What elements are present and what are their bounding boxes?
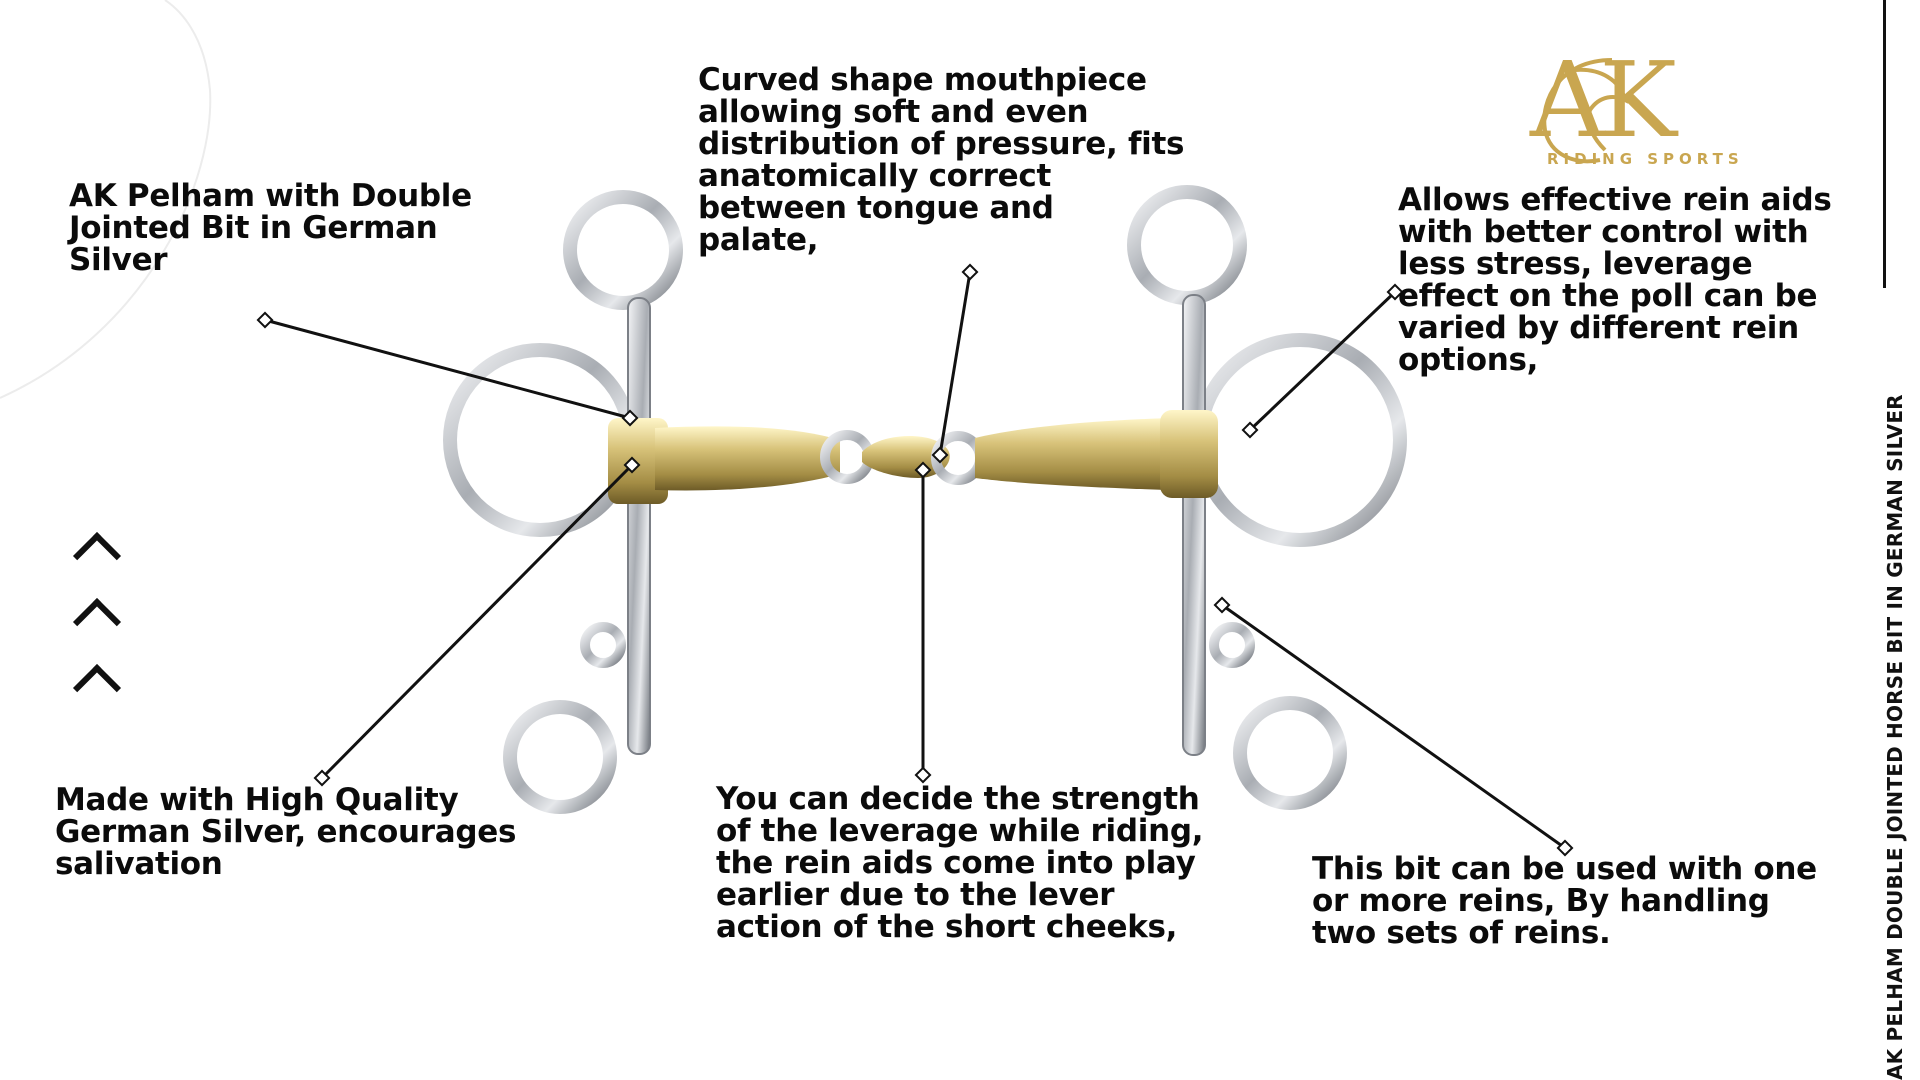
vertical-product-title: AK PELHAM DOUBLE JOINTED HORSE BIT IN GE… (1883, 394, 1907, 1080)
edge-divider (1883, 0, 1886, 288)
brand-tagline: RIDING SPORTS (1547, 150, 1744, 168)
leader-lines (264, 271, 1566, 850)
callout-reins: This bit can be used with one or more re… (1312, 851, 1817, 951)
mouthpiece (608, 410, 1218, 504)
left-cheek (443, 190, 683, 814)
horse-head-icon (1542, 58, 1628, 164)
background-swirl (0, 0, 212, 399)
callout-product-name: AK Pelham with Double Jointed Bit in Ger… (69, 178, 472, 278)
callout-material: Made with High Quality German Silver, en… (55, 782, 517, 882)
brand-logo: AK (1530, 39, 1677, 161)
leader-markers (256, 263, 1574, 857)
callout-rein-aids: Allows effective rein aids with better c… (1398, 182, 1832, 378)
callout-leverage: You can decide the strength of the lever… (716, 781, 1204, 945)
callout-mouthpiece: Curved shape mouthpiece allowing soft an… (698, 62, 1185, 258)
